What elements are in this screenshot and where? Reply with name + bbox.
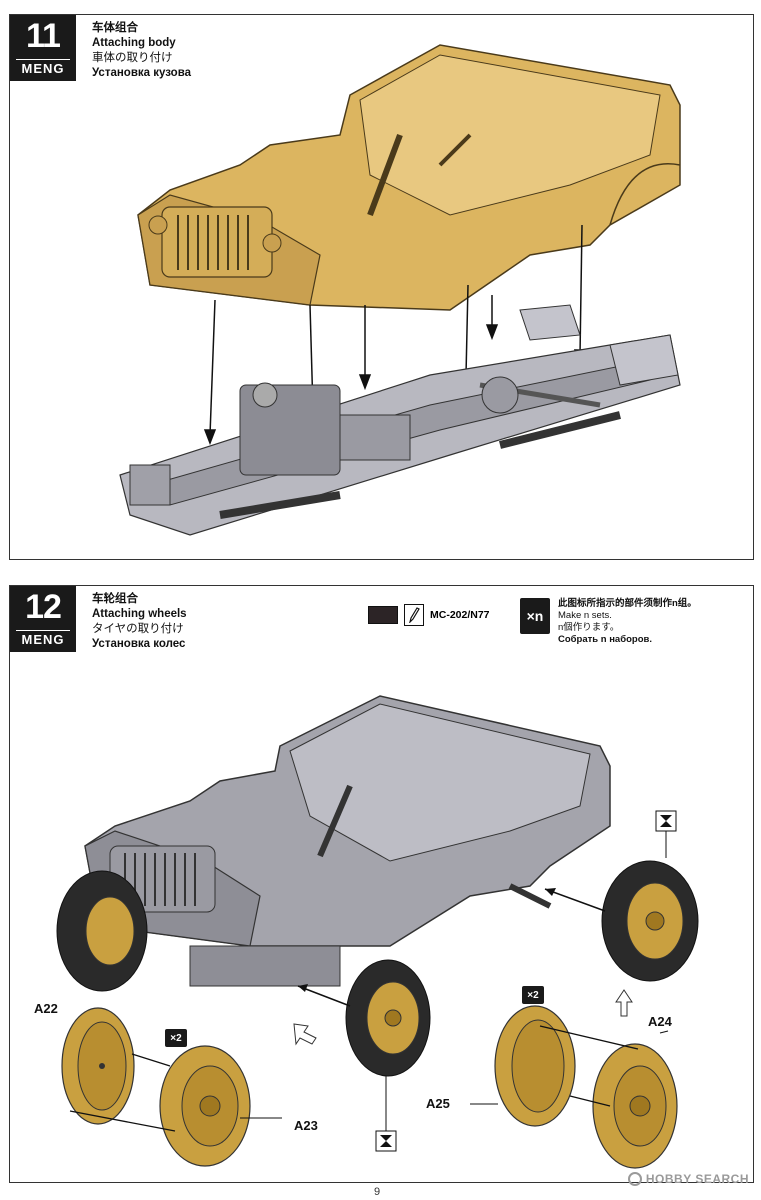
jeep-body [137,44,681,311]
fit-arrow [297,985,351,1007]
fit-arrow [544,888,606,912]
grille [148,206,282,278]
step-11-title: 车体组合 Attaching body 車体の取り付け Установка ку… [92,21,191,81]
page-number: 9 [374,1186,381,1198]
step-12-number: 12 [25,588,62,626]
title-ru: Установка колес [92,638,186,650]
multiplier-badge-left: ×2 [165,1029,187,1047]
fit-arrow-head [298,984,308,992]
step-12-panel: 12 MENG 车轮组合 Attaching wheels タイヤの取り付け У… [9,585,754,1183]
step-12-title: 车轮组合 Attaching wheels タイヤの取り付け Установка… [92,592,187,652]
watermark-text: HOBBY SEARCH [645,1172,749,1186]
marker-icon [655,810,677,858]
xn-symbol: ×n [520,598,550,634]
watermark-logo-icon [627,1172,642,1186]
title-cn: 车轮组合 [92,593,138,605]
direction-arrow [293,1023,317,1046]
brand-logo: MENG [16,59,70,76]
xn-ru: Собрать n наборов. [558,634,652,645]
marker-icon [375,1076,397,1152]
wheel-rear-right [601,860,699,982]
fit-arrow-head [545,888,556,896]
title-cn: 车体组合 [92,22,138,34]
title-en: Attaching wheels [92,608,187,620]
step-12-illustration [56,695,699,1169]
direction-arrow [615,989,633,1017]
title-jp: タイヤの取り付け [92,623,184,635]
paint-code: MC-202/N77 [430,609,490,621]
part-label-a22: A22 [34,1001,58,1016]
xn-en: Make n sets. [558,610,612,621]
brush-icon [404,604,424,626]
multiplier-badge-right: ×2 [522,986,544,1004]
step-11-number: 11 [26,17,61,55]
part-label-a23: A23 [294,1118,318,1133]
wheel-front-right [345,959,431,1077]
part-label-a24: A24 [648,1014,672,1029]
step-12-badge: 12 MENG [10,586,76,652]
title-jp: 車体の取り付け [92,52,173,64]
step-11-badge: 11 MENG [10,15,76,81]
xn-cn: 此图标所指示的部件须制作n组。 [558,598,697,609]
brand-logo: MENG [16,630,70,647]
exploded-wheel-right [470,1005,678,1169]
paint-swatch [368,606,398,624]
watermark: HOBBY SEARCH [627,1172,749,1186]
step-11-panel: 11 MENG 车体组合 Attaching body 車体の取り付け Уста… [9,14,754,560]
title-ru: Установка кузова [92,67,192,79]
jeep-assembled [84,695,611,987]
chassis [119,304,681,536]
xn-description: 此图标所指示的部件须制作n组。 Make n sets. n個作ります。 Соб… [558,598,697,646]
title-en: Attaching body [92,37,176,49]
xn-legend: ×n 此图标所指示的部件须制作n组。 Make n sets. n個作ります。 … [520,598,697,646]
part-label-a25: A25 [426,1096,450,1111]
xn-jp: n個作ります。 [558,622,620,633]
exploded-wheel-left [61,1007,282,1167]
step-11-illustration [119,44,681,536]
wheel-front-left-mounted [56,870,148,992]
paint-legend: MC-202/N77 [368,604,490,626]
